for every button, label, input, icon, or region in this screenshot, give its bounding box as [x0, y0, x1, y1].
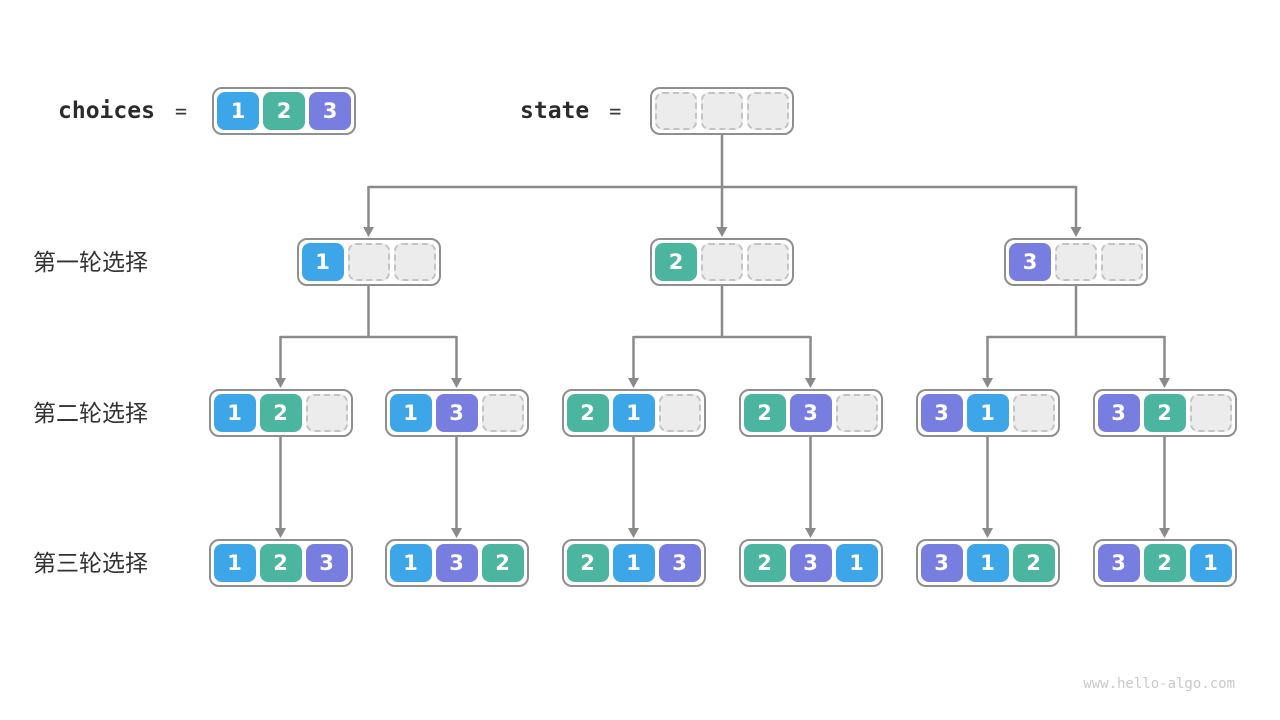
array-cell-value-3: 3: [789, 544, 832, 582]
website-watermark: www.hello-algo.com: [1083, 676, 1235, 692]
array-cell-value-3: 3: [309, 92, 351, 130]
array-cell-value-2: 2: [1143, 394, 1186, 432]
array-cell-value-1: 1: [835, 544, 878, 582]
array-cell-value-1: 1: [389, 544, 432, 582]
array-cell-value-3: 3: [435, 544, 478, 582]
array-cell-value-1: 1: [966, 394, 1009, 432]
array-cell-empty: [835, 394, 878, 432]
connector-tier3-col6-arrowhead: [1159, 528, 1170, 538]
array-cell-value-3: 3: [1097, 394, 1140, 432]
connector-tier3-col3-arrowhead: [628, 528, 639, 538]
array-cell-empty: [655, 92, 697, 130]
array-cell-value-2: 2: [259, 394, 302, 432]
choices-equals-sign: =: [174, 99, 187, 123]
array-cell-value-2: 2: [655, 243, 697, 281]
connector-tier2-group1-right-arrowhead: [451, 378, 462, 388]
array-cell-value-2: 2: [263, 92, 305, 130]
array-cell-value-2: 2: [566, 394, 609, 432]
array-cell-value-2: 2: [1012, 544, 1055, 582]
array-cell-value-2: 2: [566, 544, 609, 582]
array-cell-value-3: 3: [1009, 243, 1051, 281]
connector-tier3-col5-arrowhead: [982, 528, 993, 538]
array-cell-empty: [701, 92, 743, 130]
connector-tier3-col2-arrowhead: [451, 528, 462, 538]
array-cell-value-3: 3: [789, 394, 832, 432]
array-cell-value-2: 2: [743, 394, 786, 432]
array-cell-value-1: 1: [217, 92, 259, 130]
connector-tier2-group2-right-arrowhead: [805, 378, 816, 388]
choices-label: choices: [58, 98, 155, 124]
array-cell-empty: [701, 243, 743, 281]
array-cell-value-3: 3: [305, 544, 348, 582]
array-cell-value-2: 2: [259, 544, 302, 582]
array-cell-value-1: 1: [213, 394, 256, 432]
tree-node-round1-2: 2: [650, 238, 794, 286]
row-label-round-2: 第二轮选择: [33, 400, 148, 426]
array-cell-value-2: 2: [743, 544, 786, 582]
array-cell-value-3: 3: [920, 544, 963, 582]
connector-tier3-col4-arrowhead: [805, 528, 816, 538]
array-cell-empty: [1101, 243, 1143, 281]
array-cell-empty: [747, 243, 789, 281]
row-label-round-1: 第一轮选择: [33, 249, 148, 275]
array-cell-value-2: 2: [1143, 544, 1186, 582]
row-label-round-3: 第三轮选择: [33, 550, 148, 576]
connector-tier2-group2-left-arrowhead: [628, 378, 639, 388]
array-cell-value-3: 3: [435, 394, 478, 432]
array-cell-value-1: 1: [1189, 544, 1232, 582]
state-equals-sign: =: [609, 99, 622, 123]
tree-node-round1-3: 3: [1004, 238, 1148, 286]
connector-tier1-child1-arrowhead: [363, 227, 374, 237]
array-cell-value-1: 1: [301, 243, 344, 281]
connector-tier1-child3-arrowhead: [1070, 227, 1082, 237]
array-cell-value-2: 2: [481, 544, 524, 582]
state-label: state: [520, 98, 590, 124]
array-cell-empty: [347, 243, 390, 281]
array-cell-empty: [1189, 394, 1232, 432]
connector-tier3-col1-arrowhead: [275, 528, 286, 538]
state-expression: state =: [520, 87, 621, 135]
array-cell-empty: [393, 243, 436, 281]
array-cell-empty: [1055, 243, 1097, 281]
connector-tier1-child2-arrowhead: [716, 227, 728, 237]
state-array-root: [650, 87, 794, 135]
connector-tier2-group3-right-arrowhead: [1159, 378, 1170, 388]
array-cell-value-1: 1: [612, 544, 655, 582]
array-cell-value-1: 1: [213, 544, 256, 582]
array-cell-value-1: 1: [389, 394, 432, 432]
array-cell-empty: [305, 394, 348, 432]
choices-expression: choices =: [58, 87, 187, 135]
tree-node-round1-1: 1: [296, 238, 441, 286]
array-cell-value-1: 1: [966, 544, 1009, 582]
array-cell-value-3: 3: [1097, 544, 1140, 582]
connector-tier2-group3-left-arrowhead: [982, 378, 993, 388]
array-cell-value-3: 3: [920, 394, 963, 432]
connector-tier2-group1-left-arrowhead: [275, 378, 286, 388]
array-cell-empty: [481, 394, 524, 432]
array-cell-empty: [1012, 394, 1055, 432]
array-cell-empty: [747, 92, 789, 130]
array-cell-value-1: 1: [612, 394, 655, 432]
array-cell-value-3: 3: [658, 544, 701, 582]
array-cell-empty: [658, 394, 701, 432]
